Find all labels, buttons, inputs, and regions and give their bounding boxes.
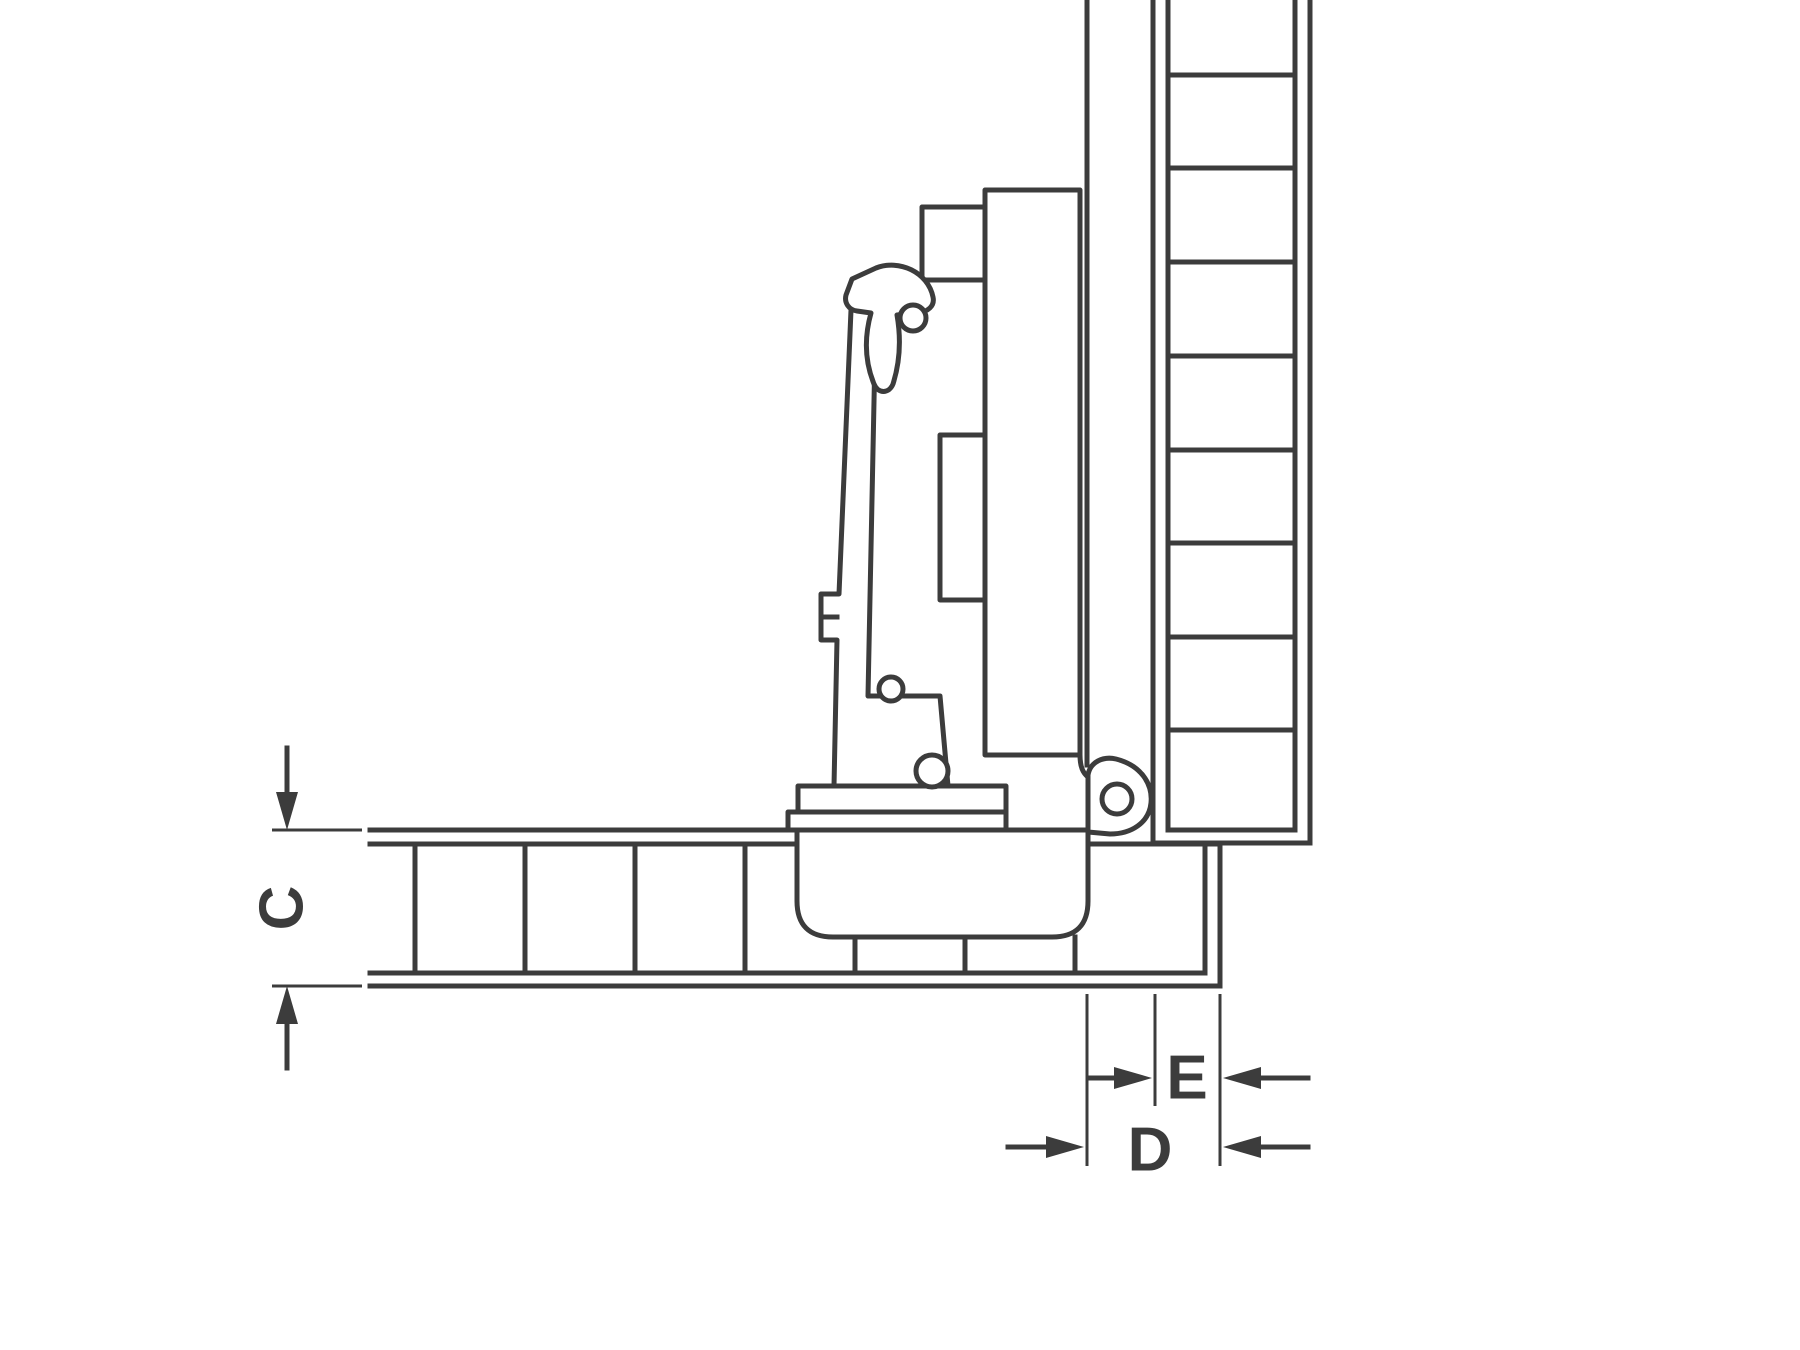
dimension-e: E (1087, 1044, 1311, 1113)
hinge-release-clip (843, 262, 936, 394)
hinge-arm (818, 300, 951, 789)
hinge-clip-pivot (897, 302, 929, 334)
arrow-left-icon (1223, 1136, 1261, 1158)
hinge-cup (794, 827, 1091, 940)
dimension-d-label: D (1128, 1116, 1173, 1185)
hinge-arm-screw (876, 674, 906, 704)
arrow-down-icon (276, 792, 298, 830)
dimension-c-label: C (248, 886, 317, 931)
cabinet-panel (367, 827, 1223, 989)
arrow-right-icon (1046, 1136, 1084, 1158)
hinge-plate-step (919, 204, 988, 283)
hinge-arm-base (795, 783, 1009, 815)
hinge-plate-detail (937, 432, 988, 603)
dimension-d: D (1005, 1116, 1311, 1185)
dimension-c: C (248, 745, 362, 1071)
arrow-up-icon (276, 986, 298, 1024)
dimension-de: E D (1005, 994, 1311, 1185)
hinge-cup-flange (785, 809, 1009, 833)
arrow-right-icon (1114, 1067, 1152, 1089)
arrow-left-icon (1223, 1067, 1261, 1089)
hinge (785, 187, 1154, 940)
hinge-knuckle-pivot (1099, 781, 1135, 817)
door-panel (1084, 0, 1313, 846)
hinge-base-pivot (913, 752, 951, 790)
hinge-mounting-plate (982, 187, 1083, 758)
dimension-e-label: E (1166, 1044, 1207, 1113)
